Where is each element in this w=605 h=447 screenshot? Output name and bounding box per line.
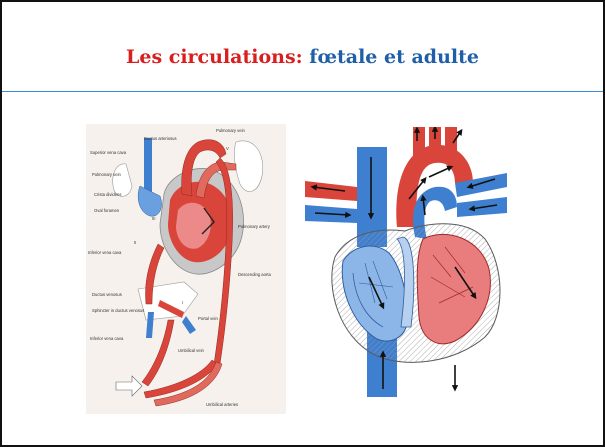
label-ductus-venosus: Ductus venosus: [92, 292, 122, 297]
label-oval-foramen: Oval foramen: [94, 208, 120, 213]
roman-v: V: [226, 146, 229, 151]
label-inferior-vena-cava-top: Inferior vena cava: [88, 250, 122, 255]
roman-i: I: [182, 300, 183, 305]
label-pulmonary-vein-left: Pulmonary vein: [92, 172, 122, 177]
label-umbilical-vein: Umbilical vein: [178, 348, 205, 353]
label-superior-vena-cava: Superior vena cava: [90, 150, 127, 155]
label-inferior-vena-cava-bottom: Inferior vena cava: [90, 336, 124, 341]
title-part-blue: fœtale et adulte: [309, 46, 479, 68]
fetal-circulation-diagram: Ductus arteriosus Pulmonary vein Superio…: [86, 124, 286, 414]
label-pulmonary-vein-top: Pulmonary vein: [216, 128, 246, 133]
roman-ii: II: [134, 240, 136, 245]
label-umbilical-arteries: Umbilical arteries: [206, 402, 238, 407]
title-divider: [2, 91, 603, 92]
adult-heart-diagram: [305, 127, 507, 397]
label-crista-dividens: Crista dividens: [94, 192, 121, 197]
label-descending-aorta: Descending aorta: [238, 272, 271, 277]
label-pulmonary-artery: Pulmonary artery: [238, 224, 271, 229]
slide-title: Les circulations: fœtale et adulte: [2, 46, 603, 68]
label-sphincter: Sphincter in ductus venosus: [92, 308, 144, 313]
title-part-red: Les circulations:: [126, 46, 303, 68]
label-ductus-arteriosus: Ductus arteriosus: [144, 136, 177, 141]
label-portal-vein: Portal vein: [198, 316, 218, 321]
roman-iii: III: [152, 216, 156, 221]
